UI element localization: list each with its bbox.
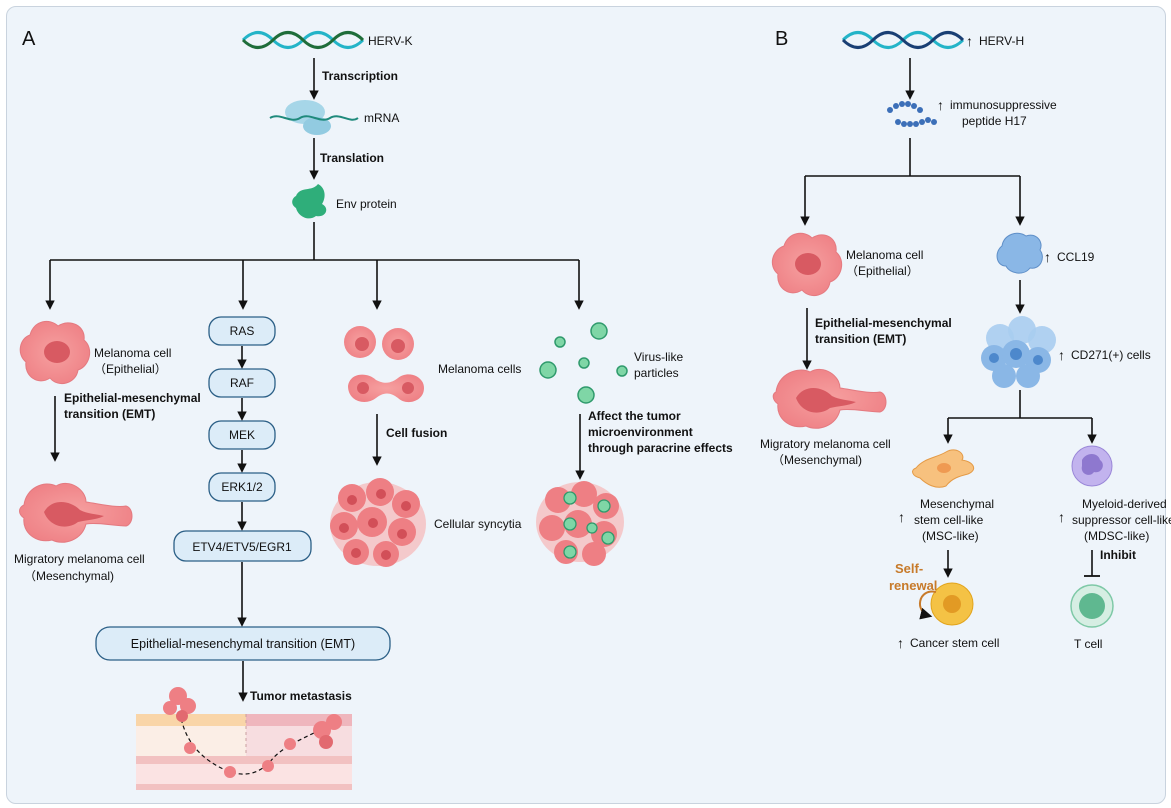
label-tumor-metastasis: Tumor metastasis (250, 689, 352, 703)
label-peptide-1: immunosuppressive (950, 98, 1057, 112)
mdsc-cell-icon (1071, 445, 1113, 487)
label-t-cell: T cell (1074, 637, 1102, 651)
label-mrna: mRNA (364, 111, 399, 125)
label-effect-1: Affect the tumor (588, 409, 681, 423)
tumor-microenvironment-icon (536, 481, 624, 566)
b-result-label-1: Migratory melanoma cell (760, 437, 891, 451)
dna-helix-icon (841, 31, 965, 49)
up-arrow-icon: ↑ (966, 33, 973, 49)
svg-text:RAS: RAS (230, 324, 255, 338)
label-msc-3: (MSC-like) (922, 529, 979, 543)
up-arrow-icon: ↑ (937, 97, 944, 113)
b-cell-label-1: Melanoma cell (846, 248, 923, 262)
label-env-protein: Env protein (336, 197, 397, 211)
step-transcription: Transcription (322, 69, 398, 83)
a-emt-label-2: transition (EMT) (64, 407, 155, 421)
b-emt-label-2: transition (EMT) (815, 332, 906, 346)
label-ccl19: CCL19 (1057, 250, 1095, 264)
label-mdsc-1: Myeloid-derived (1082, 497, 1167, 511)
melanoma-cell-epithelial-icon (771, 232, 843, 297)
peptide-h17-icon (887, 101, 937, 127)
b-emt-label-1: Epithelial-mesenchymal (815, 316, 952, 330)
a-cell-label-2: （Epithelial） (94, 362, 167, 376)
pathway-erk12: ERK1/2 (208, 472, 276, 502)
up-arrow-icon: ↑ (897, 635, 904, 651)
svg-text:Epithelial-mesenchymal transit: Epithelial-mesenchymal transition (EMT) (131, 637, 355, 651)
a-cell-label-1: Melanoma cell (94, 346, 171, 360)
label-melanoma-cells: Melanoma cells (438, 362, 521, 376)
label-mdsc-3: (MDSC-like) (1084, 529, 1149, 543)
migratory-melanoma-cell-icon (19, 482, 133, 543)
pathway-ras: RAS (208, 316, 276, 346)
melanoma-cell-epithelial-icon (19, 320, 91, 385)
t-cell-icon (1070, 584, 1114, 628)
pathway-raf: RAF (208, 368, 276, 398)
ribosome-icon (285, 100, 331, 135)
label-mdsc-2: suppressor cell-like (1072, 513, 1171, 527)
migratory-melanoma-cell-icon (772, 368, 887, 429)
label-inhibit: Inhibit (1100, 548, 1136, 562)
msc-nucleus (937, 463, 951, 473)
svg-text:RAF: RAF (230, 376, 254, 390)
cancer-stem-cell-icon (930, 582, 974, 626)
mrna-strand (269, 115, 359, 121)
ccl19-protein-icon (996, 232, 1043, 274)
melanoma-cells-icon (344, 326, 424, 403)
a-result-label-1: Migratory melanoma cell (14, 552, 145, 566)
svg-text:ERK1/2: ERK1/2 (221, 480, 263, 494)
label-vlp-2: particles (634, 366, 679, 380)
label-msc-1: Mesenchymal (920, 497, 994, 511)
pathway-emt-box: Epithelial-mesenchymal transition (EMT) (95, 626, 391, 661)
self-renewal-arrow (919, 590, 937, 620)
panel-background (6, 6, 1166, 804)
pathway-etv: ETV4/ETV5/EGR1 (173, 530, 312, 562)
panel-b-letter: B (775, 28, 788, 50)
label-effect-2: microenvironment (588, 425, 693, 439)
label-self-2: renewal (889, 578, 937, 593)
cd271-cells-icon (981, 316, 1056, 388)
label-cancer-stem-cell: Cancer stem cell (910, 636, 999, 650)
b-result-label-2: （Mesenchymal) (772, 453, 862, 467)
up-arrow-icon: ↑ (1058, 347, 1065, 363)
b-cell-label-2: （Epithelial） (846, 264, 919, 278)
gene-herv-k: HERV-K (368, 34, 412, 48)
svg-text:MEK: MEK (229, 428, 255, 442)
panel-a-letter: A (22, 28, 36, 50)
step-translation: Translation (320, 151, 384, 165)
label-self-1: Self- (895, 561, 923, 576)
env-protein-icon (292, 184, 327, 219)
a-emt-label-1: Epithelial-mesenchymal (64, 391, 201, 405)
label-msc-2: stem cell-like (914, 513, 984, 527)
up-arrow-icon: ↑ (898, 509, 905, 525)
svg-text:ETV4/ETV5/EGR1: ETV4/ETV5/EGR1 (192, 540, 292, 554)
cellular-syncytia-icon (330, 478, 426, 567)
tumor-metastasis-illustration (136, 687, 352, 790)
label-peptide-2: peptide H17 (962, 114, 1027, 128)
label-cd271: CD271(+) cells (1071, 348, 1151, 362)
up-arrow-icon: ↑ (1044, 249, 1051, 265)
label-vlp-1: Virus-like (634, 350, 683, 364)
virus-like-particles-icon (539, 322, 628, 404)
label-cellular-syncytia: Cellular syncytia (434, 517, 522, 531)
dna-helix-icon (241, 31, 365, 49)
up-arrow-icon: ↑ (1058, 509, 1065, 525)
label-cell-fusion: Cell fusion (386, 426, 447, 440)
label-effect-3: through paracrine effects (588, 441, 733, 455)
pathway-mek: MEK (208, 420, 276, 450)
gene-herv-h: HERV-H (979, 34, 1024, 48)
a-result-label-2: （Mesenchymal) (24, 569, 114, 583)
